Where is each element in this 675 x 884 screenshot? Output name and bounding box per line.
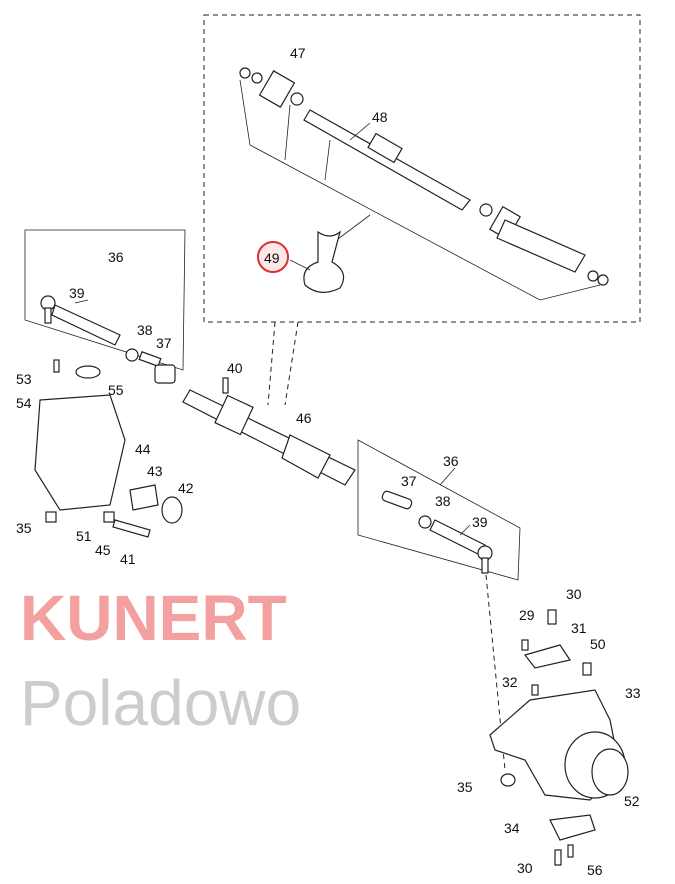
watermark-place: Poladowo xyxy=(20,667,301,739)
right-knuckle-parts xyxy=(489,609,629,866)
label-56[interactable]: 56 xyxy=(587,862,603,878)
label-36-left[interactable]: 36 xyxy=(108,249,124,265)
right-tie-rod-parts xyxy=(381,490,506,771)
label-53[interactable]: 53 xyxy=(16,371,32,387)
label-39-left[interactable]: 39 xyxy=(69,285,85,301)
label-40[interactable]: 40 xyxy=(227,360,243,376)
label-34[interactable]: 34 xyxy=(504,820,520,836)
label-35-right[interactable]: 35 xyxy=(457,779,473,795)
label-36-right[interactable]: 36 xyxy=(443,453,459,469)
label-32[interactable]: 32 xyxy=(502,674,518,690)
label-35-left[interactable]: 35 xyxy=(16,520,32,536)
label-43[interactable]: 43 xyxy=(147,463,163,479)
cylinder-assembly-detail xyxy=(239,67,609,301)
label-38-right[interactable]: 38 xyxy=(435,493,451,509)
cylinder-46-shape xyxy=(182,389,356,486)
highlight-circle-49 xyxy=(257,241,289,273)
label-31[interactable]: 31 xyxy=(571,620,587,636)
label-49[interactable]: 49 xyxy=(264,250,280,266)
label-41[interactable]: 41 xyxy=(120,551,136,567)
label-37-left[interactable]: 37 xyxy=(156,335,172,351)
label-48[interactable]: 48 xyxy=(372,109,388,125)
label-39-right[interactable]: 39 xyxy=(472,514,488,530)
label-44[interactable]: 44 xyxy=(135,441,151,457)
label-38-left[interactable]: 38 xyxy=(137,322,153,338)
left-tie-rod-parts xyxy=(34,295,229,538)
label-42[interactable]: 42 xyxy=(178,480,194,496)
part-49-shape xyxy=(303,230,345,293)
label-33[interactable]: 33 xyxy=(625,685,641,701)
detail-leader xyxy=(267,321,299,406)
label-52[interactable]: 52 xyxy=(624,793,640,809)
label-45[interactable]: 45 xyxy=(95,542,111,558)
watermark-brand: KUNERT xyxy=(20,582,287,654)
label-51[interactable]: 51 xyxy=(76,528,92,544)
label-30-top[interactable]: 30 xyxy=(566,586,582,602)
left-tie-rod-box xyxy=(24,229,186,371)
label-29[interactable]: 29 xyxy=(519,607,535,623)
label-55[interactable]: 55 xyxy=(108,382,124,398)
detail-box xyxy=(203,14,641,323)
right-tie-rod-box xyxy=(357,439,521,581)
label-30-bottom[interactable]: 30 xyxy=(517,860,533,876)
label-46[interactable]: 46 xyxy=(296,410,312,426)
label-37-right[interactable]: 37 xyxy=(401,473,417,489)
label-50[interactable]: 50 xyxy=(590,636,606,652)
label-47[interactable]: 47 xyxy=(290,45,306,61)
label-54[interactable]: 54 xyxy=(16,395,32,411)
